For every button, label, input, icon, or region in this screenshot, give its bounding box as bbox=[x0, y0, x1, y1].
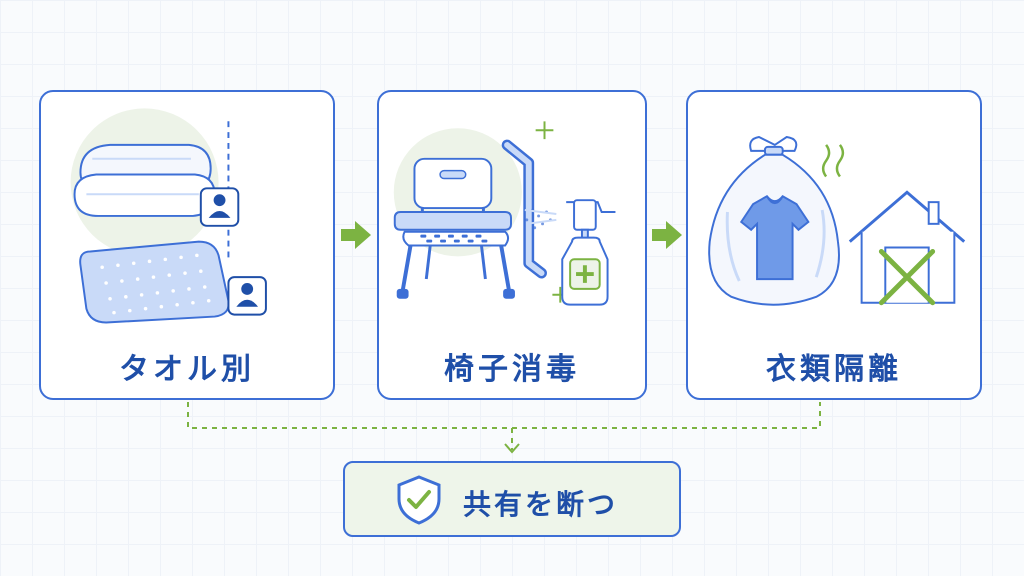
result-label: 共有を断つ bbox=[463, 488, 619, 521]
folded-towel-icon bbox=[73, 143, 216, 217]
result-box: 共有を断つ bbox=[343, 461, 681, 537]
grab-bar-icon bbox=[501, 139, 547, 279]
towel-illustration bbox=[70, 108, 267, 324]
step-card-chair: 椅子消毒 bbox=[377, 90, 647, 400]
step-card-clothing: 衣類隔離 bbox=[686, 90, 982, 400]
shower-chair-icon bbox=[393, 157, 515, 299]
step-card-towel: タオル別 bbox=[39, 90, 335, 400]
chair-illustration bbox=[393, 121, 616, 306]
clothing-illustration bbox=[708, 135, 966, 306]
shield-check-icon bbox=[397, 475, 441, 525]
step-label-clothing: 衣類隔離 bbox=[766, 352, 902, 387]
step-label-towel: タオル別 bbox=[119, 352, 255, 387]
user-icon bbox=[199, 187, 240, 227]
step-label-chair: 椅子消毒 bbox=[444, 352, 580, 387]
arrow-right-icon bbox=[341, 221, 371, 249]
cross-icon bbox=[878, 248, 936, 306]
spray-bottle-icon bbox=[561, 199, 616, 306]
shirt-icon bbox=[739, 194, 810, 281]
user-icon bbox=[227, 276, 267, 316]
arrow-right-icon bbox=[652, 221, 682, 249]
towel-mat-icon bbox=[79, 240, 230, 324]
